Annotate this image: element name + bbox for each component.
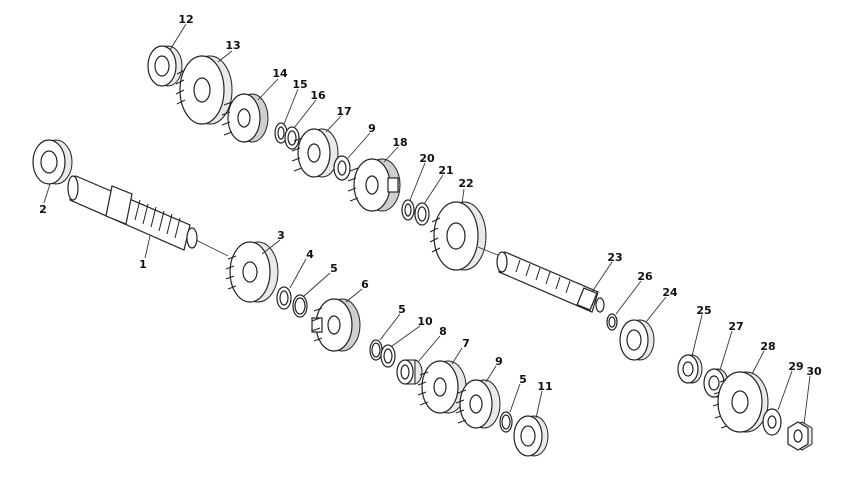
label-23: 22 [458, 177, 473, 190]
label-18: 17 [336, 105, 351, 118]
label-22: 21 [438, 164, 453, 177]
part-spacer-26 [703, 368, 729, 398]
part-bearing-2 [32, 139, 73, 185]
label-25: 25 [696, 304, 711, 317]
label-24: 24 [662, 286, 678, 299]
part-gear-18 [291, 128, 339, 178]
label-11: 11 [537, 380, 552, 393]
part-gear-7 [417, 360, 467, 414]
part-shaft-1 [67, 175, 198, 251]
label-9-upper: 9 [368, 122, 376, 135]
part-gear-3 [225, 241, 279, 303]
label-6: 6 [361, 278, 369, 291]
part-washer-21 [401, 199, 415, 221]
label-15: 14 [272, 67, 288, 80]
label-29: 29 [788, 360, 803, 373]
label-30: 30 [806, 365, 822, 378]
label-20: 18 [392, 136, 407, 149]
part-washer-10 [380, 344, 396, 368]
part-washer-22 [414, 202, 430, 226]
label-5-b: 5 [398, 303, 406, 316]
part-shaft-13 [496, 251, 605, 313]
part-needle-bearing-8 [396, 359, 423, 385]
label-21: 20 [419, 152, 435, 165]
label-3: 3 [277, 229, 285, 242]
part-circlip-5-b [369, 339, 383, 361]
label-12: 12 [178, 13, 193, 26]
part-gear-20 [347, 158, 401, 212]
part-gear-6 [311, 298, 361, 352]
label-14: 13 [225, 39, 240, 52]
part-washer-17 [284, 126, 300, 150]
part-gear-14 [175, 55, 233, 125]
part-oring-27 [606, 313, 618, 331]
part-washer-9-upper [333, 155, 351, 181]
label-4: 4 [306, 248, 314, 261]
part-bearing-24 [619, 319, 655, 361]
part-gear-23 [429, 201, 487, 271]
part-gear-15 [221, 93, 269, 143]
label-9-lower: 9 [495, 355, 503, 368]
label-5-c: 5 [519, 373, 527, 386]
part-bearing-11 [513, 415, 549, 457]
label-27: 26 [637, 270, 653, 283]
label-16: 15 [292, 78, 307, 91]
label-7: 7 [462, 337, 470, 350]
leader-lines [43, 23, 811, 425]
label-1: 1 [139, 258, 147, 271]
part-bearing-12 [147, 45, 183, 87]
part-lockwasher-29 [762, 408, 782, 436]
part-nut-30 [787, 421, 813, 451]
part-washer-4 [276, 286, 292, 310]
label-5-a: 5 [330, 262, 338, 275]
label-2: 2 [39, 203, 47, 216]
part-sprocket-28 [712, 371, 769, 433]
label-28: 28 [760, 340, 775, 353]
part-circlip-5-c [499, 411, 513, 433]
label-10: 10 [417, 315, 433, 328]
label-26: 27 [728, 320, 743, 333]
part-gear-9-lower [455, 379, 501, 429]
label-8: 8 [439, 325, 447, 338]
label-13: 23 [607, 251, 622, 264]
part-circlip-5-a [292, 294, 308, 318]
part-bearing-25 [677, 354, 703, 384]
label-17: 16 [310, 89, 326, 102]
